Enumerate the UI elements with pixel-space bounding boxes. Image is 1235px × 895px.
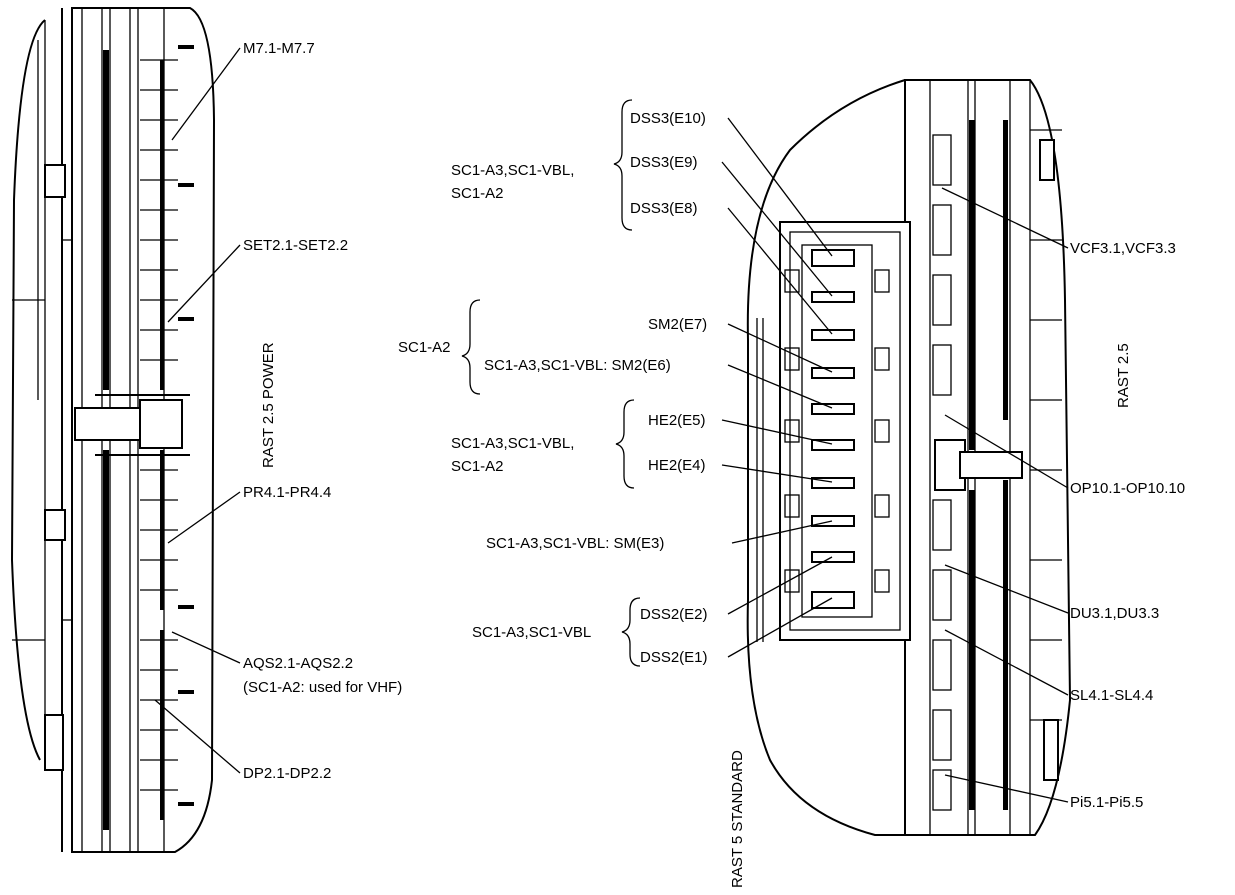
callout-sm2-e6: SC1-A3,SC1-VBL: SM2(E6) — [484, 357, 671, 374]
callout-sm-e3: SC1-A3,SC1-VBL: SM(E3) — [486, 535, 664, 552]
brace2-label: SC1-A2 — [398, 339, 451, 356]
callout-op10: OP10.1-OP10.10 — [1070, 480, 1185, 497]
right-leader-lines — [941, 187, 1069, 803]
left-board-drawing — [10, 7, 216, 853]
callout-sl4: SL4.1-SL4.4 — [1070, 687, 1153, 704]
callout-dss3-e9: DSS3(E9) — [630, 154, 698, 171]
right-board-label: RAST 2.5 — [1115, 343, 1132, 408]
brace1-label-line2: SC1-A2 — [451, 185, 504, 202]
callout-dp2: DP2.1-DP2.2 — [243, 765, 331, 782]
callout-he2-e5: HE2(E5) — [648, 412, 706, 429]
callout-set2: SET2.1-SET2.2 — [243, 237, 348, 254]
brace-marks — [461, 99, 641, 667]
middle-leader-lines — [721, 117, 833, 658]
middle-board-drawing — [746, 79, 911, 836]
callout-m7: M7.1-M7.7 — [243, 40, 315, 57]
callout-dss2-e1: DSS2(E1) — [640, 649, 708, 666]
brace3-label-line1: SC1-A3,SC1-VBL, — [451, 435, 574, 452]
right-board-drawing — [904, 79, 1072, 836]
callout-dss3-e10: DSS3(E10) — [630, 110, 706, 127]
left-board-label: RAST 2.5 POWER — [260, 342, 277, 468]
callout-dss3-e8: DSS3(E8) — [630, 200, 698, 217]
callout-aqs2-note: (SC1-A2: used for VHF) — [243, 679, 402, 696]
callout-he2-e4: HE2(E4) — [648, 457, 706, 474]
callout-sm2-e7: SM2(E7) — [648, 316, 707, 333]
callout-vcf3: VCF3.1,VCF3.3 — [1070, 240, 1176, 257]
callout-du3: DU3.1,DU3.3 — [1070, 605, 1159, 622]
callout-pr4: PR4.1-PR4.4 — [243, 484, 331, 501]
callout-aqs2: AQS2.1-AQS2.2 — [243, 655, 353, 672]
brace4-label: SC1-A3,SC1-VBL — [472, 624, 591, 641]
callout-pi5: Pi5.1-Pi5.5 — [1070, 794, 1143, 811]
callout-dss2-e2: DSS2(E2) — [640, 606, 708, 623]
left-leader-lines — [154, 47, 241, 774]
bottom-board-label: RAST 5 STANDARD — [729, 750, 746, 888]
brace3-label-line2: SC1-A2 — [451, 458, 504, 475]
brace1-label-line1: SC1-A3,SC1-VBL, — [451, 162, 574, 179]
